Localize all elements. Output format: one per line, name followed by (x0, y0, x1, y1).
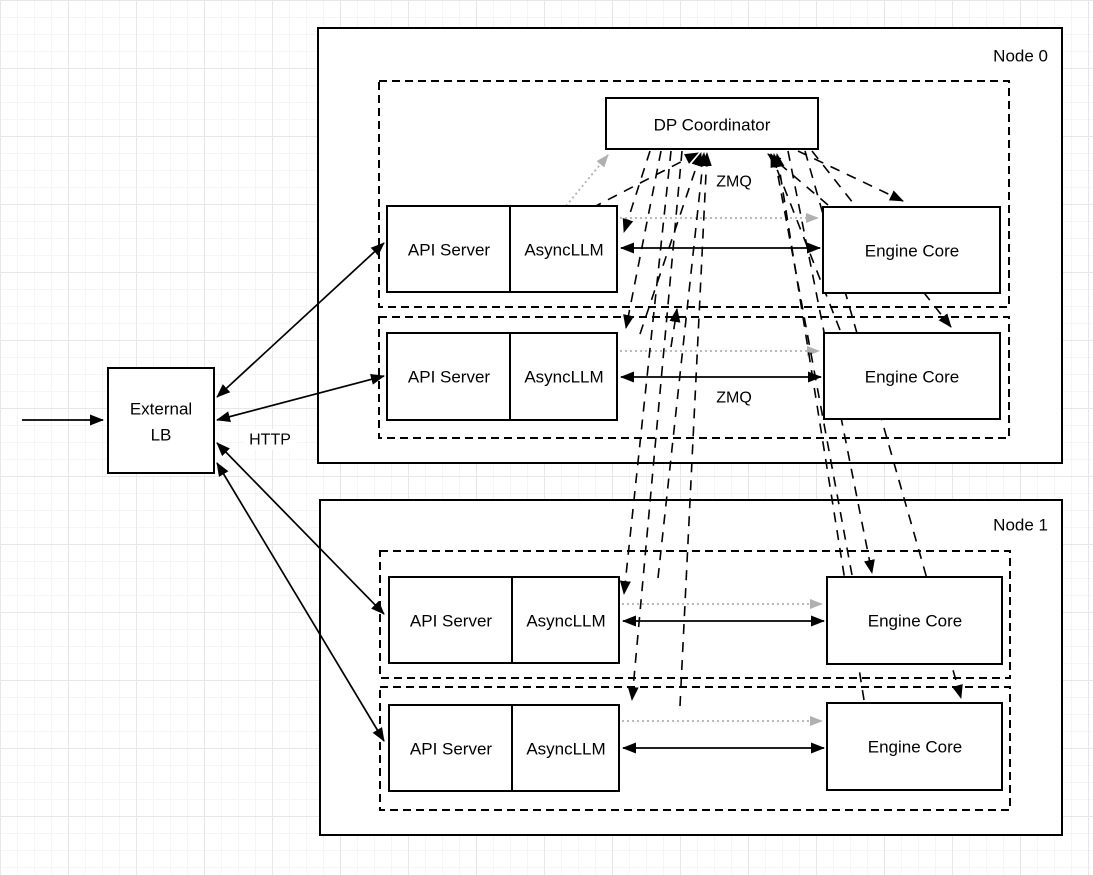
external-lb-box (107, 367, 215, 474)
coordinator-to-async3 (619, 150, 672, 595)
lb-api-link-node0-row1 (216, 242, 385, 398)
coordinator-to-engine1 (797, 150, 904, 202)
node0-row2-engine-label: Engine Core (865, 368, 960, 387)
node1-label: Node 1 (993, 516, 1048, 535)
coordinator-to-async2 (623, 150, 662, 329)
node1-row2-engine-box (826, 702, 1003, 791)
node0-row1-api-label: API Server (408, 241, 491, 260)
async2-to-coordinator (639, 152, 703, 335)
node1-row1-server-box (388, 576, 620, 664)
http-label-bg (244, 429, 297, 450)
async4-to-coordinator (679, 152, 712, 707)
node0-row1-server-box (386, 205, 618, 293)
external-lb-label-line1: External (130, 400, 192, 419)
coordinator-to-async1 (622, 150, 651, 233)
http-label: HTTP (249, 432, 291, 449)
dp-coordinator-label: DP Coordinator (654, 116, 771, 135)
node0-row2-server-box (386, 332, 618, 421)
coordinator-to-async4 (627, 150, 683, 701)
zmq-coordinator-label-bg (710, 171, 758, 192)
node1-row1-engine-box (826, 576, 1003, 665)
node1-row2-server-box (388, 704, 620, 792)
node1-row2-async-label: AsyncLLM (526, 740, 605, 759)
node1-row2-engine-label: Engine Core (868, 738, 963, 757)
lb-api-link-node1-row2 (216, 462, 385, 742)
node0-row1-async-label: AsyncLLM (524, 241, 603, 260)
node0-row2-api-label: API Server (408, 368, 491, 387)
node0-row1-engine-label: Engine Core (865, 242, 960, 261)
engine1-to-coordinator (767, 153, 829, 206)
dp-coordinator-box (605, 97, 819, 150)
zmq-row-label: ZMQ (716, 390, 752, 407)
node1-row1-async-label: AsyncLLM (526, 612, 605, 631)
node1-row1-engine-label: Engine Core (868, 612, 963, 631)
handshake-arrows (565, 154, 823, 726)
lb-api-link-node0-row2 (216, 373, 385, 423)
node1-row1-api-label: API Server (410, 612, 493, 631)
node0-label: Node 0 (993, 47, 1048, 66)
node0-row2-engine-box (823, 332, 1001, 420)
handshake-coordinator (565, 154, 609, 207)
node0-row1-engine-box (822, 206, 1001, 294)
zmq-row-label-bg (710, 387, 758, 408)
node1-row2-api-label: API Server (410, 740, 493, 759)
external-lb-label-line2: LB (151, 426, 172, 445)
node0-row2-async-label: AsyncLLM (524, 368, 603, 387)
upward-group-arrow (669, 308, 681, 348)
zmq-coordinator-label: ZMQ (716, 174, 752, 191)
async1-to-coordinator (591, 152, 699, 209)
